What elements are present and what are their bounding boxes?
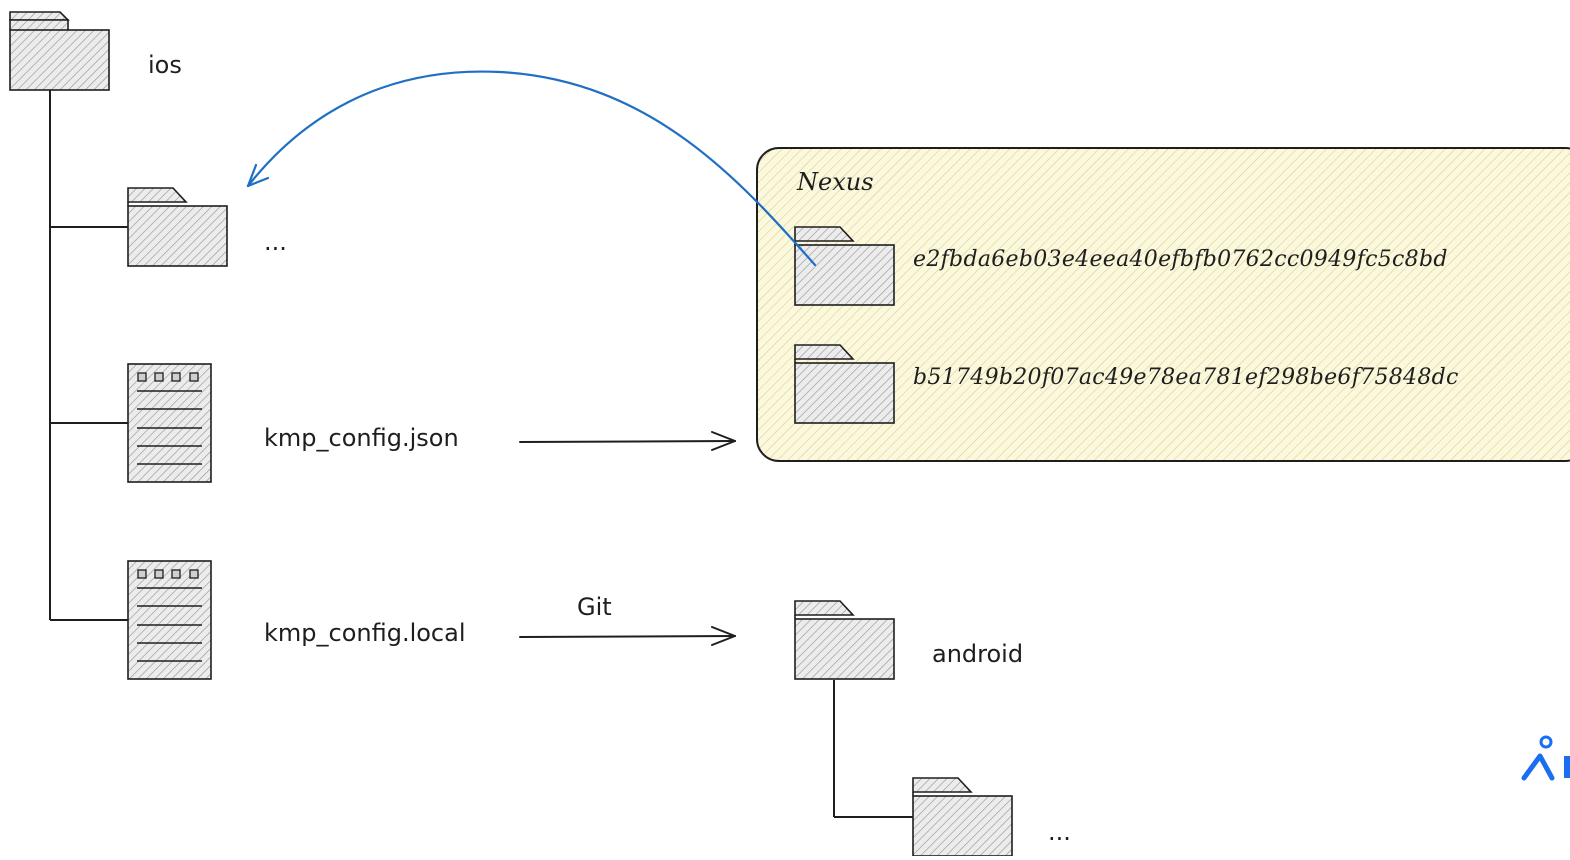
folder-icon-android-child bbox=[912, 777, 1013, 857]
folder-icon-nexus-hash-1 bbox=[794, 226, 895, 306]
android-tree-connectors bbox=[833, 680, 913, 818]
file-label-kmp-config-json: kmp_config.json bbox=[264, 424, 459, 452]
arrow-label-git: Git bbox=[577, 593, 612, 621]
ios-tree-connectors bbox=[49, 90, 128, 621]
location-pin-logo-icon bbox=[1521, 735, 1570, 781]
folder-label-ios: ios bbox=[148, 51, 182, 79]
file-icon-kmp-config-json bbox=[127, 363, 212, 483]
folder-label-android-child: ... bbox=[1048, 818, 1071, 846]
folder-label-android: android bbox=[932, 640, 1024, 668]
folder-icon-nexus-hash-2 bbox=[794, 344, 895, 424]
arrow-local-to-android bbox=[519, 626, 736, 646]
nexus-container bbox=[756, 147, 1570, 462]
file-label-kmp-config-local: kmp_config.local bbox=[264, 619, 466, 647]
folder-label-ios-child: ... bbox=[264, 228, 287, 256]
folder-icon-android bbox=[794, 600, 895, 680]
folder-label-nexus-hash-2: b51749b20f07ac49e78ea781ef298be6f75848dc bbox=[913, 365, 1459, 390]
nexus-title: Nexus bbox=[797, 168, 874, 196]
file-icon-kmp-config-local bbox=[127, 560, 212, 680]
folder-icon-ios-child bbox=[127, 187, 228, 267]
arrow-json-to-nexus bbox=[519, 431, 736, 451]
folder-icon-ios bbox=[9, 11, 110, 91]
folder-label-nexus-hash-1: e2fbda6eb03e4eea40efbfb0762cc0949fc5c8bd bbox=[913, 247, 1448, 272]
arrow-nexus-to-ios-child bbox=[246, 70, 817, 267]
